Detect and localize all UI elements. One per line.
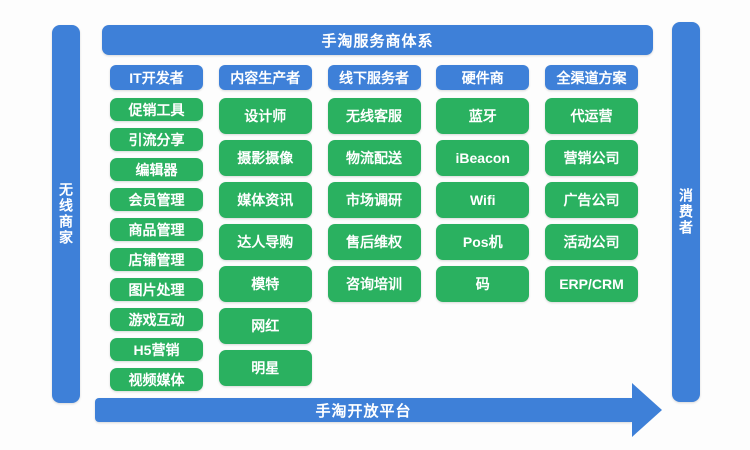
column-3: 线下服务者无线客服物流配送市场调研售后维权咨询培训 xyxy=(327,65,421,391)
item-card: 媒体资讯 xyxy=(218,182,312,218)
item-card: 活动公司 xyxy=(545,224,638,260)
item-card: iBeacon xyxy=(436,140,530,176)
item-card: Wifi xyxy=(436,182,530,218)
item-card: 模特 xyxy=(218,266,312,302)
item-card: ERP/CRM xyxy=(545,266,638,302)
item-card: 会员管理 xyxy=(110,188,203,211)
item-card: 市场调研 xyxy=(327,182,421,218)
column-header: IT开发者 xyxy=(110,65,203,90)
item-card: 广告公司 xyxy=(545,182,638,218)
column-1: IT开发者促销工具引流分享编辑器会员管理商品管理店铺管理图片处理游戏互动 H5营销… xyxy=(110,65,203,391)
bottom-arrow: 手淘开放平台 xyxy=(95,398,632,422)
item-card: 明星 xyxy=(218,350,312,386)
item-card: 物流配送 xyxy=(327,140,421,176)
column-items: 无线客服物流配送市场调研售后维权咨询培训 xyxy=(327,98,421,302)
top-banner: 手淘服务商体系 xyxy=(102,25,653,55)
item-card: 咨询培训 xyxy=(327,266,421,302)
item-card: 店铺管理 xyxy=(110,248,203,271)
item-card: 引流分享 xyxy=(110,128,203,151)
left-side-bar-label: 无线商家 xyxy=(58,182,74,246)
item-card: 代运营 xyxy=(545,98,638,134)
item-card: 商品管理 xyxy=(110,218,203,241)
item-card: 售后维权 xyxy=(327,224,421,260)
item-card: 码 xyxy=(436,266,530,302)
item-card: 视频媒体 xyxy=(110,368,203,391)
right-side-bar: 消费者 xyxy=(672,22,700,402)
column-header: 线下服务者 xyxy=(327,65,421,90)
item-card: 摄影摄像 xyxy=(218,140,312,176)
item-card: 促销工具 xyxy=(110,98,203,121)
column-header: 内容生产者 xyxy=(218,65,312,90)
column-items: 促销工具引流分享编辑器会员管理商品管理店铺管理图片处理游戏互动 H5营销视频媒体 xyxy=(110,98,203,391)
item-card: Pos机 xyxy=(436,224,530,260)
item-card: 蓝牙 xyxy=(436,98,530,134)
item-card: 达人导购 xyxy=(218,224,312,260)
item-card: 网红 xyxy=(218,308,312,344)
column-2: 内容生产者设计师摄影摄像媒体资讯达人导购模特网红明星 xyxy=(218,65,312,391)
right-side-bar-label: 消费者 xyxy=(678,188,694,236)
item-card: 图片处理 xyxy=(110,278,203,301)
column-items: 设计师摄影摄像媒体资讯达人导购模特网红明星 xyxy=(218,98,312,386)
column-5: 全渠道方案代运营营销公司广告公司活动公司 ERP/CRM xyxy=(545,65,638,391)
column-header: 全渠道方案 xyxy=(545,65,638,90)
item-card: 无线客服 xyxy=(327,98,421,134)
bottom-arrow-label: 手淘开放平台 xyxy=(315,402,412,420)
column-items: 代运营营销公司广告公司活动公司 ERP/CRM xyxy=(545,98,638,302)
top-banner-label: 手淘服务商体系 xyxy=(321,32,434,50)
left-side-bar: 无线商家 xyxy=(52,25,80,403)
item-card: H5营销 xyxy=(110,338,203,361)
column-header: 硬件商 xyxy=(436,65,530,90)
item-card: 游戏互动 xyxy=(110,308,203,331)
columns: IT开发者促销工具引流分享编辑器会员管理商品管理店铺管理图片处理游戏互动 H5营销… xyxy=(110,65,638,391)
item-card: 营销公司 xyxy=(545,140,638,176)
item-card: 编辑器 xyxy=(110,158,203,181)
bottom-arrow-head-icon xyxy=(632,383,662,437)
item-card: 设计师 xyxy=(218,98,312,134)
